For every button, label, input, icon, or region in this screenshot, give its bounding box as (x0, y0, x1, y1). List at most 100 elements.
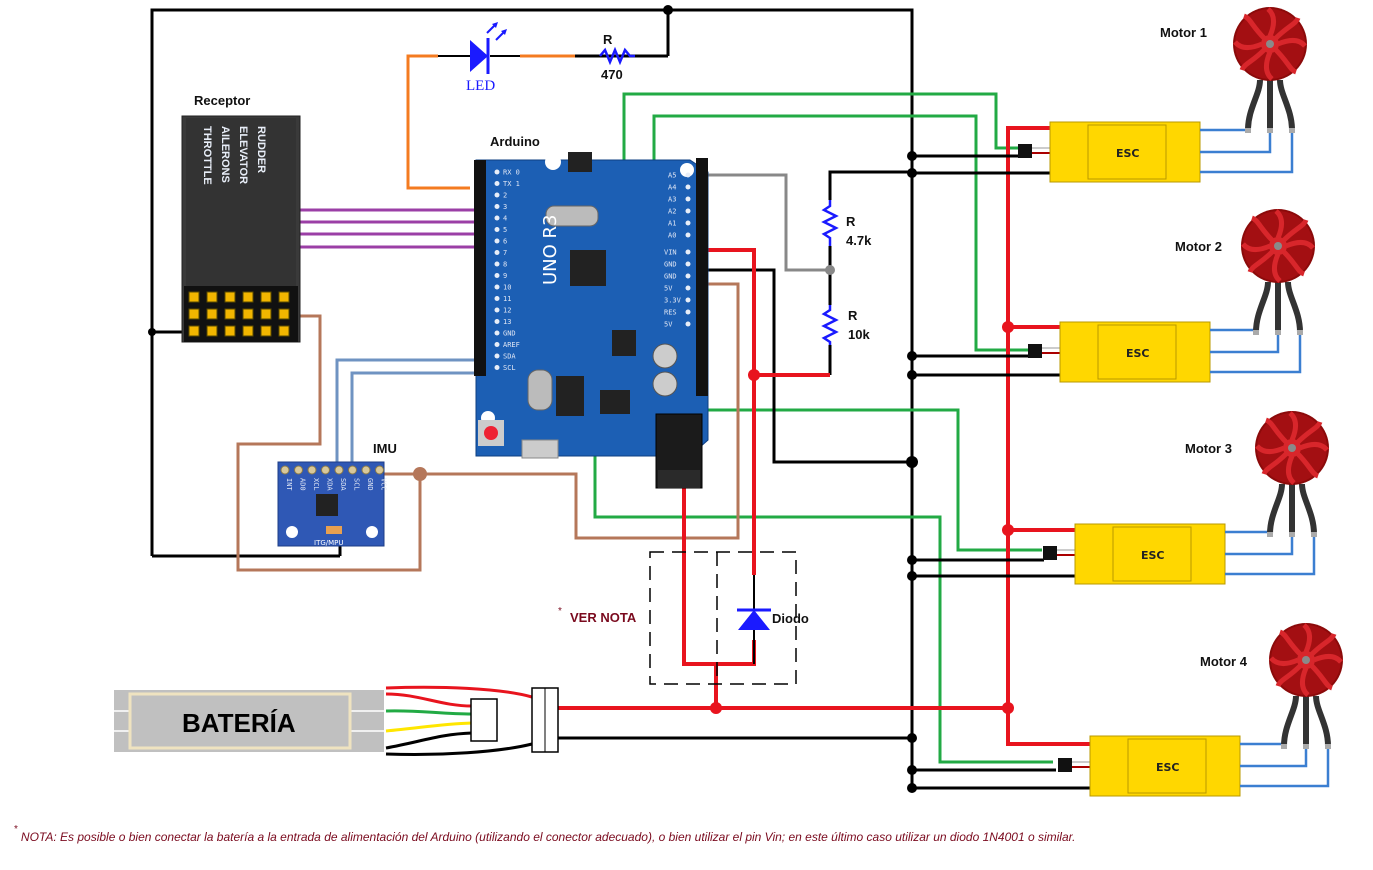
crystal-16mhz (545, 205, 599, 227)
imu-pin-label: INT (285, 478, 293, 491)
digital-header (474, 160, 486, 376)
balance-connector (470, 698, 498, 742)
receiver-pin (206, 325, 218, 337)
esc-label: ESC (1116, 147, 1140, 160)
arduino-pin-label: GND (664, 261, 677, 269)
arduino-board: Arduino UNO R3 RX 0TX 12345678910111213G… (474, 134, 709, 489)
resistor-led-value: 470 (601, 67, 623, 82)
usb-port[interactable] (521, 439, 559, 459)
motor-phase-wire (1200, 132, 1294, 174)
arduino-pin-label: TX 1 (503, 180, 520, 188)
receiver-pin (260, 291, 272, 303)
receiver-pin (224, 308, 236, 320)
motor-label: Motor 4 (1200, 654, 1248, 669)
i2c-wires (335, 358, 478, 468)
arduino-pin (494, 250, 500, 255)
arduino-pin-label: 5V (664, 321, 673, 329)
channel-ailerons: AILERONS (219, 126, 231, 183)
arduino-pin (685, 184, 691, 190)
motor-label: Motor 3 (1185, 441, 1232, 456)
arduino-pin-label: GND (664, 273, 677, 281)
receiver-pin (260, 308, 272, 320)
arduino-pin-label: 6 (503, 238, 507, 246)
esc-label: ESC (1156, 761, 1180, 774)
led: LED (466, 22, 507, 94)
junction-imu-vcc (413, 467, 427, 481)
arduino-pin-label: 3.3V (664, 297, 682, 305)
capacitor (652, 371, 678, 397)
battery: BATERÍA (114, 685, 559, 757)
arduino-pin-label: 7 (503, 249, 507, 257)
arduino-pin-label: A3 (668, 196, 676, 204)
motor-phase-wire (1200, 128, 1250, 132)
arduino-pin-label: A2 (668, 208, 676, 216)
receiver-label: Receptor (194, 93, 250, 108)
arduino-pin (494, 365, 500, 370)
board-model-label: UNO R3 (540, 215, 561, 286)
resistor-bottom-value: 10k (848, 327, 870, 342)
arduino-pin (685, 309, 691, 315)
arduino-pin (494, 353, 500, 359)
esc-label-panel (1087, 124, 1167, 180)
motor-icon (1233, 7, 1307, 81)
arduino-pin-label: RES (664, 309, 677, 317)
arduino-pin-label: GND (503, 330, 516, 338)
imu-pin-label: XDA (326, 478, 334, 491)
diode-icon (738, 610, 770, 630)
see-note-label: VER NOTA (570, 610, 637, 625)
optional-power-box: Diodo * VER NOTA (558, 551, 809, 685)
motor-phase-wire (1210, 328, 1258, 334)
esc-motor-1: ESC Motor 1 (1018, 7, 1307, 183)
esc-label-panel (1112, 526, 1192, 582)
arduino-pin (494, 227, 500, 232)
esc-label-panel (1127, 738, 1207, 794)
imu-pin-label: SCL (353, 478, 361, 491)
resistor-4-7k: R 4.7k (821, 200, 872, 248)
arduino-pin (494, 284, 500, 290)
led-label: LED (466, 78, 495, 94)
receiver-pin (206, 308, 218, 320)
resistor-icon (821, 200, 839, 246)
resistor-icon (821, 305, 839, 345)
motor-label: Motor 2 (1175, 239, 1222, 254)
motor-icon (1255, 411, 1329, 485)
imu-board-label: ITG/MPU (314, 539, 344, 547)
arduino-pin-label: 11 (503, 295, 511, 303)
motor-label: Motor 1 (1160, 25, 1207, 40)
resistor-led-name: R (603, 32, 613, 47)
power-wires (558, 126, 1090, 746)
arduino-pin (494, 261, 500, 267)
imu-pin (348, 465, 357, 475)
esc-signal-connector (1028, 344, 1042, 358)
receiver-pin (188, 325, 200, 337)
microcontroller-chip (570, 250, 606, 286)
arduino-pin (494, 330, 500, 336)
imu-pin-label: XCL (312, 478, 320, 491)
receiver-pin (242, 325, 254, 337)
junction-power-5 (1002, 524, 1014, 536)
arduino-pin (494, 273, 500, 278)
reset-button[interactable] (484, 426, 498, 440)
imu-pin-label: VCC (380, 478, 388, 491)
receiver-pin (242, 291, 254, 303)
note-marker: * (558, 606, 562, 617)
arduino-pin (685, 172, 691, 178)
arduino-pin (494, 169, 500, 175)
battery-sense-wire (706, 173, 830, 272)
channel-throttle: THROTTLE (201, 126, 213, 185)
esc-signal-connector (1018, 144, 1032, 158)
imu-pin (280, 465, 290, 475)
imu-pin-label: SDA (339, 478, 347, 491)
footnote-text: NOTA: Es posible o bien conectar la bate… (20, 830, 1076, 844)
crystal-12mhz (527, 369, 553, 411)
imu-pin (307, 465, 317, 475)
imu-chip (316, 494, 338, 516)
arduino-pin (494, 319, 500, 324)
arduino-pin (494, 342, 500, 347)
motor-phase-wire (1225, 530, 1272, 536)
arduino-pin (494, 215, 500, 221)
arduino-pin (494, 192, 500, 198)
motor-phase-wire (1240, 748, 1330, 788)
arduino-pin (494, 204, 500, 209)
